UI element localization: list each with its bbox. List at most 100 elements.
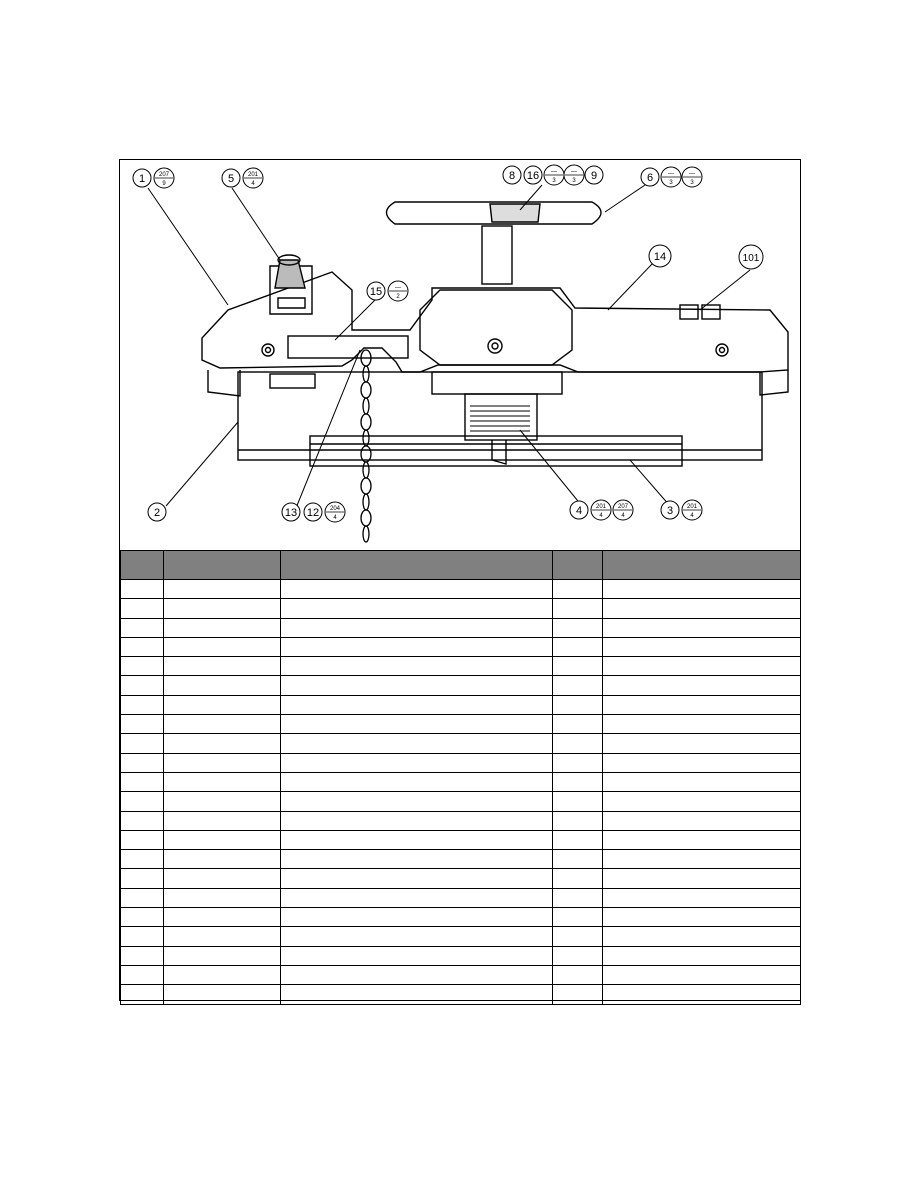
- table-cell: [163, 964, 281, 986]
- callout-6: 6: [647, 172, 653, 184]
- table-cell: [280, 675, 553, 696]
- table-cell: [120, 771, 164, 793]
- table-cell: [120, 945, 164, 966]
- table-cell: [163, 714, 281, 735]
- callout-5: 5: [228, 173, 234, 185]
- steering-wheel: [385, 201, 602, 225]
- callout-5-ref-top: 201: [248, 172, 259, 178]
- table-cell: [552, 907, 603, 928]
- callout-15-ref-bottom: 2: [396, 294, 400, 300]
- table-cell: [552, 752, 603, 773]
- callout-5-ref-bottom: 4: [251, 181, 255, 187]
- table-row: [120, 733, 801, 754]
- table-cell: [552, 849, 603, 870]
- header-cell-2: [163, 550, 281, 580]
- table-cell: [552, 733, 603, 754]
- table-cell: [163, 810, 281, 831]
- table-row: [120, 810, 801, 831]
- table-cell: [120, 598, 164, 619]
- table-cell: [602, 656, 801, 677]
- table-cell: [552, 694, 603, 716]
- callout-4b-ref-top: 207: [618, 504, 629, 510]
- table-cell: [120, 829, 164, 851]
- table-cell: [280, 849, 553, 870]
- button-right: [701, 304, 721, 320]
- table-cell: [602, 791, 801, 812]
- table-cell: [120, 887, 164, 909]
- table-cell: [552, 887, 603, 909]
- table-cell: [602, 598, 801, 619]
- table-cell: [163, 887, 281, 909]
- table-cell: [280, 829, 553, 851]
- table-cell: [120, 694, 164, 716]
- table-row: [120, 714, 801, 735]
- table-row: [120, 675, 801, 696]
- table-cell: [120, 791, 164, 812]
- table-cell: [552, 829, 603, 851]
- callout-3-ref-top: 201: [687, 504, 698, 510]
- table-cell: [163, 791, 281, 812]
- callout-12-ref-top: 204: [330, 506, 341, 512]
- table-cell: [163, 829, 281, 851]
- table-cell: [120, 926, 164, 947]
- table-cell: [602, 887, 801, 909]
- table-cell: [602, 810, 801, 831]
- chain: [360, 349, 372, 543]
- table-cell: [163, 675, 281, 696]
- callout-16-ref-top: —: [551, 169, 557, 175]
- steering-column: [481, 225, 513, 285]
- callout-4: 4: [576, 505, 582, 517]
- table-cell: [280, 578, 553, 600]
- table-cell: [602, 714, 801, 735]
- table-cell: [163, 598, 281, 619]
- table-row: [120, 829, 801, 851]
- table-cell: [602, 907, 801, 928]
- callout-13: 13: [285, 507, 297, 519]
- table-cell: [163, 945, 281, 966]
- table-cell: [120, 636, 164, 658]
- header-cell-5: [602, 550, 801, 580]
- table-cell: [163, 617, 281, 638]
- callout-16-ref-bottom: 3: [552, 178, 556, 184]
- callout-4-ref-top: 201: [596, 504, 607, 510]
- callout-16b-ref-bottom: 3: [572, 178, 576, 184]
- table-cell: [120, 849, 164, 870]
- table-cell: [280, 771, 553, 793]
- callout-4b-ref-bottom: 4: [621, 513, 625, 519]
- table-row: [120, 964, 801, 986]
- table-cell: [552, 791, 603, 812]
- callout-14: 14: [654, 251, 666, 263]
- callout-101: 101: [743, 253, 760, 264]
- table-row: [120, 771, 801, 793]
- callout-15: 15: [370, 286, 382, 298]
- center-pod: [419, 289, 573, 366]
- table-cell: [602, 771, 801, 793]
- table-cell: [280, 598, 553, 619]
- header-cell-4: [552, 550, 603, 580]
- table-cell: [120, 656, 164, 677]
- table-row: [120, 945, 801, 966]
- table-cell: [602, 675, 801, 696]
- table-cell: [602, 964, 801, 986]
- callout-1-ref-top: 207: [159, 172, 170, 178]
- table-cell: [120, 810, 164, 831]
- callout-9: 9: [591, 170, 597, 182]
- callout-6b-ref-bottom: 3: [690, 180, 694, 186]
- callout-6b-ref-top: —: [689, 171, 695, 177]
- table-cell: [163, 771, 281, 793]
- table-row: [120, 868, 801, 889]
- table-cell: [280, 791, 553, 812]
- table-cell: [280, 694, 553, 716]
- table-cell: [602, 578, 801, 600]
- callout-12: 12: [307, 507, 319, 519]
- table-cell: [120, 752, 164, 773]
- callout-3-ref-bottom: 4: [690, 513, 694, 519]
- callout-16b-ref-top: —: [571, 169, 577, 175]
- figure-frame: 1 207 9 5 201 4 8 16 — 3 — 3 9 6 — 3 — 3…: [119, 159, 801, 1005]
- table-cell: [552, 964, 603, 986]
- table-cell: [602, 829, 801, 851]
- table-cell: [552, 617, 603, 638]
- table-cell: [280, 907, 553, 928]
- table-cell: [552, 675, 603, 696]
- table-row: [120, 694, 801, 716]
